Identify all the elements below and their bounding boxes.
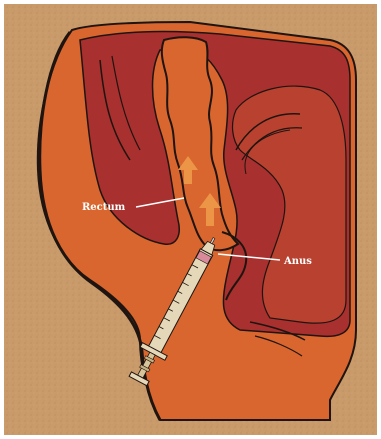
- anus-label: Anus: [283, 256, 312, 267]
- rectum-label: Rectum: [82, 202, 126, 213]
